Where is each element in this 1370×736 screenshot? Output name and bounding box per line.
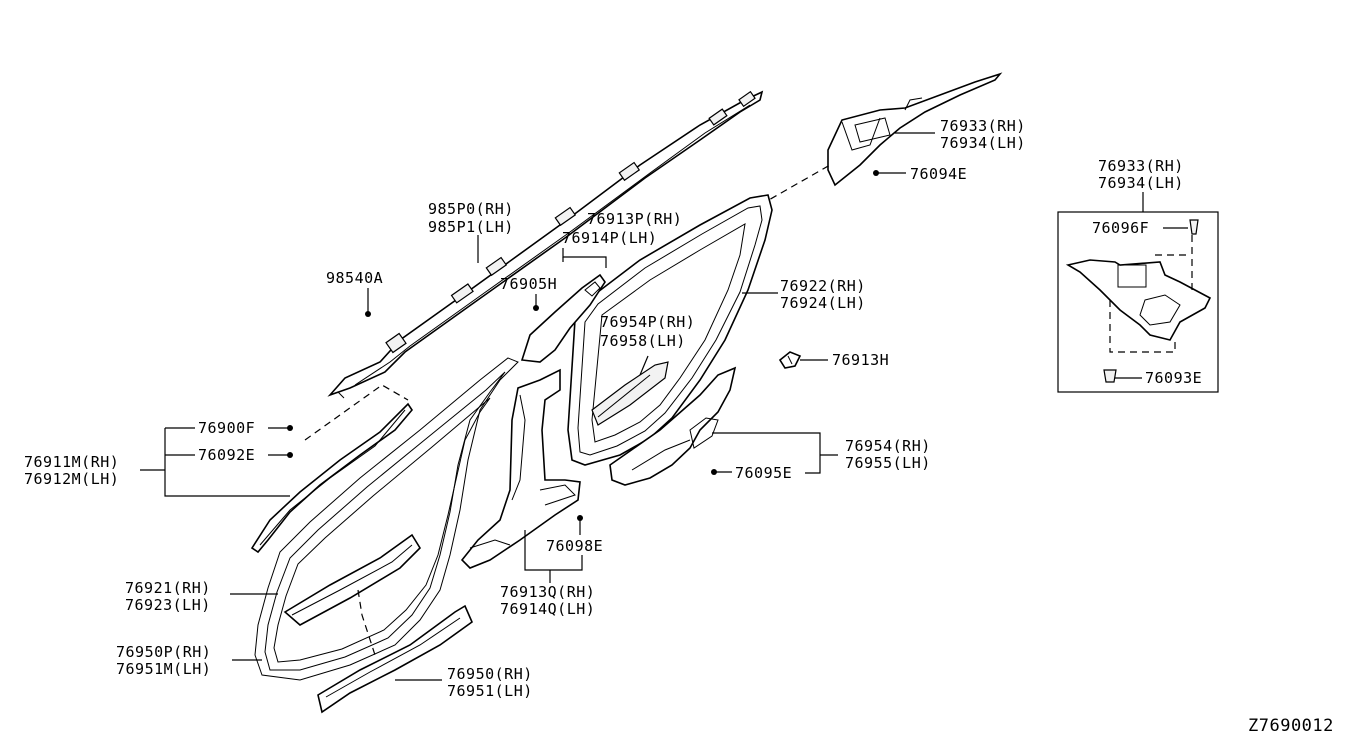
leader-dashed-upper bbox=[759, 164, 831, 206]
rear-pillar-upper-trim bbox=[827, 72, 1003, 187]
label-76954: 76954(RH) bbox=[845, 437, 931, 455]
label-76950P: 76950P(RH) bbox=[116, 643, 211, 661]
label-76933-upper: 76933(RH) bbox=[940, 117, 1026, 135]
label-76913P: 76913P(RH) bbox=[587, 210, 682, 228]
leader-dashed-kicking bbox=[357, 589, 376, 656]
front-weatherstrip bbox=[254, 357, 519, 681]
label-76098E: 76098E bbox=[546, 537, 603, 555]
center-pillar-upper bbox=[520, 273, 606, 363]
drawing-code: Z7690012 bbox=[1248, 716, 1334, 736]
label-76095E: 76095E bbox=[735, 464, 792, 482]
label-985P1: 985P1(LH) bbox=[428, 218, 514, 236]
front-kicking-plate bbox=[283, 533, 422, 626]
roof-rail-airbag bbox=[327, 90, 764, 399]
label-76094E: 76094E bbox=[910, 165, 967, 183]
label-76954P: 76954P(RH) bbox=[600, 313, 695, 331]
label-76950: 76950(RH) bbox=[447, 665, 533, 683]
label-76913H: 76913H bbox=[832, 351, 889, 369]
label-76911M: 76911M(RH) bbox=[24, 453, 119, 471]
label-76924: 76924(LH) bbox=[780, 294, 866, 312]
leader-lines bbox=[140, 132, 1188, 681]
label-98540A: 98540A bbox=[326, 269, 383, 287]
label-76914P: 76914P(LH) bbox=[562, 229, 657, 247]
label-985P0: 985P0(RH) bbox=[428, 200, 514, 218]
label-76912M: 76912M(LH) bbox=[24, 470, 119, 488]
label-76951: 76951(LH) bbox=[447, 682, 533, 700]
label-76934-upper: 76934(LH) bbox=[940, 134, 1026, 152]
label-76093E: 76093E bbox=[1145, 369, 1202, 387]
label-76914Q: 76914Q(LH) bbox=[500, 600, 595, 618]
label-76913Q: 76913Q(RH) bbox=[500, 583, 595, 601]
label-76934-inset: 76934(LH) bbox=[1098, 174, 1184, 192]
kicking-plate-rear bbox=[609, 366, 737, 486]
sill-plate bbox=[317, 604, 473, 714]
label-76923: 76923(LH) bbox=[125, 596, 211, 614]
center-pillar-lower bbox=[460, 368, 581, 569]
label-76933-inset: 76933(RH) bbox=[1098, 157, 1184, 175]
part-labels: 985P0(RH) 985P1(LH) 98540A 76913P(RH) 76… bbox=[24, 117, 1334, 736]
label-76905H: 76905H bbox=[500, 275, 557, 293]
clip-76913H bbox=[778, 351, 802, 369]
label-76951M: 76951M(LH) bbox=[116, 660, 211, 678]
label-76900F: 76900F bbox=[198, 419, 255, 437]
label-76092E: 76092E bbox=[198, 446, 255, 464]
fastener-dots bbox=[287, 170, 879, 521]
detail-inset bbox=[1057, 211, 1219, 393]
label-76958: 76958(LH) bbox=[600, 332, 686, 350]
label-76096F: 76096F bbox=[1092, 219, 1149, 237]
leader-dashed-front-pillar bbox=[304, 384, 409, 441]
label-76955: 76955(LH) bbox=[845, 454, 931, 472]
front-pillar-trim bbox=[250, 402, 414, 554]
label-76921: 76921(RH) bbox=[125, 579, 211, 597]
quarter-inner-trim bbox=[591, 361, 669, 426]
label-76922: 76922(RH) bbox=[780, 277, 866, 295]
